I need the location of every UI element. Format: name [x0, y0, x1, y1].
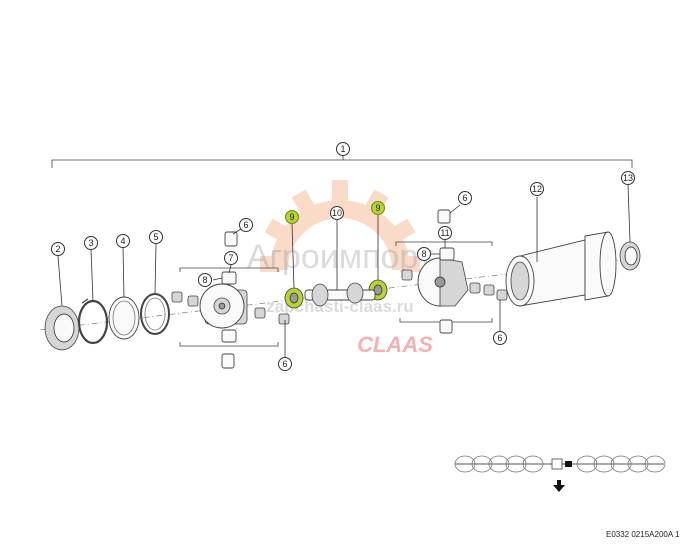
svg-text:6: 6	[497, 333, 502, 343]
callout-5: 5	[149, 230, 163, 244]
svg-text:6: 6	[282, 359, 287, 369]
watermark-logo-text: CLAAS	[357, 332, 433, 357]
assembly-bracket	[51, 155, 633, 168]
callout-11: 11	[438, 226, 452, 240]
callout-3: 3	[84, 236, 98, 250]
callout-13: 13	[621, 171, 635, 185]
callout-6-bottom-left: 6	[278, 357, 292, 371]
callout-8-left: 8	[198, 273, 212, 287]
part-shim-ring	[140, 293, 170, 335]
part-circlip	[77, 298, 109, 345]
watermark-site-text: zapchasti-claas.ru	[266, 297, 413, 316]
part-seal-ring	[44, 305, 80, 351]
callout-12: 12	[530, 182, 544, 196]
callout-6-bottom-right: 6	[493, 331, 507, 345]
callout-6-top-right: 6	[458, 191, 472, 205]
part-left-hub	[171, 231, 290, 369]
svg-text:1: 1	[340, 144, 345, 154]
callout-9-left: 9	[285, 210, 299, 224]
callout-2: 2	[51, 242, 65, 256]
callout-6-top-left: 6	[239, 218, 253, 232]
svg-text:3: 3	[88, 238, 93, 248]
svg-text:9: 9	[375, 203, 380, 213]
svg-text:4: 4	[120, 236, 125, 246]
callout-7: 7	[224, 251, 238, 265]
reference-code: E0332 0215A200A 1	[606, 530, 680, 539]
callout-8-right: 8	[417, 247, 431, 261]
svg-text:2: 2	[55, 244, 60, 254]
part-washer	[108, 296, 140, 340]
part-right-hub	[395, 209, 508, 334]
svg-text:6: 6	[243, 220, 248, 230]
part-drum-housing	[505, 231, 617, 307]
callout-10: 10	[330, 206, 344, 220]
part-end-seal	[619, 241, 641, 271]
svg-text:8: 8	[202, 275, 207, 285]
watermark-gear-icon	[260, 180, 420, 272]
callout-9-right: 9	[371, 201, 385, 215]
callout-4: 4	[116, 234, 130, 248]
svg-text:11: 11	[440, 228, 449, 238]
part-shaft	[304, 282, 376, 307]
svg-text:6: 6	[462, 193, 467, 203]
svg-text:8: 8	[421, 249, 426, 259]
svg-text:13: 13	[623, 173, 633, 183]
svg-text:7: 7	[228, 253, 233, 263]
svg-text:5: 5	[153, 232, 158, 242]
locator-schematic	[454, 455, 666, 473]
svg-text:12: 12	[532, 184, 542, 194]
part-bearing-left	[284, 287, 304, 309]
leader-lines	[57, 184, 631, 357]
callout-1: 1	[336, 142, 350, 156]
arrow-down-icon	[553, 480, 565, 492]
svg-text:10: 10	[332, 208, 342, 218]
svg-text:9: 9	[289, 212, 294, 222]
